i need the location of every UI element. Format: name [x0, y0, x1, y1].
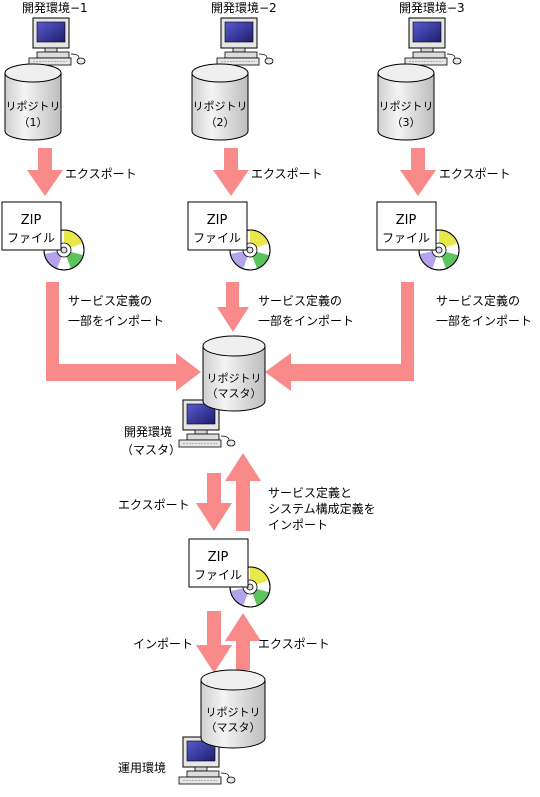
- zip-file-icon: [1, 201, 85, 271]
- prod-export-label: エクスポート: [258, 637, 330, 651]
- prod-env: インポート エクスポート リポジトリ （マスタ） 運用環境: [118, 637, 330, 785]
- master-export-arrow: [196, 473, 232, 531]
- zip-file-icon: [187, 201, 271, 271]
- prod-export-arrow: [225, 613, 261, 670]
- dev-env-2-repo-label: リポジトリ: [193, 100, 248, 113]
- master-env: リポジトリ （マスタ） 開発環境 （マスタ） エクスポート サービス定義と シス…: [118, 335, 376, 532]
- master-export-label: エクスポート: [118, 498, 190, 512]
- export-arrow-1: [27, 148, 63, 196]
- dev-env-3-zip-file-label: ファイル: [382, 231, 430, 245]
- computer-icon: [404, 17, 462, 66]
- dev-env-2-title: 開発環境−2: [211, 0, 277, 15]
- dev-env-3-title: 開発環境−3: [399, 0, 465, 15]
- repository-icon: [191, 63, 249, 141]
- repository-icon: [4, 63, 62, 141]
- dev-env-3: 開発環境−3 リポジトリ （3） エクスポート ZIP ファイル サービス定義の…: [376, 0, 532, 328]
- prod-repo-label: リポジトリ: [206, 706, 261, 719]
- dev-env-2: 開発環境−2 リポジトリ （2） エクスポート ZIP ファイル サービス定義の…: [187, 0, 354, 328]
- master-import-label-1: サービス定義と: [268, 485, 352, 500]
- master-import-label-2: システム構成定義を: [268, 501, 376, 516]
- master-repo-sub: （マスタ）: [207, 387, 262, 400]
- zip-file-icon: [188, 538, 271, 608]
- dev-env-2-repo-number: （2）: [206, 116, 235, 129]
- arrows: [27, 148, 436, 673]
- dev-env-3-zip-label: ZIP: [396, 213, 417, 228]
- import-arrow-1: [46, 282, 201, 391]
- export-arrow-3: [400, 148, 436, 196]
- import-arrow-3: [265, 282, 414, 391]
- import-arrow-2: [217, 282, 249, 332]
- prod-import-arrow: [196, 611, 232, 673]
- dev-env-3-repo-label: リポジトリ: [379, 100, 434, 113]
- export-arrow-2: [213, 148, 249, 196]
- computer-icon: [28, 17, 86, 66]
- zip-file-icon: [376, 201, 460, 271]
- dev-env-1-zip-label: ZIP: [21, 213, 42, 228]
- prod-env-label: 運用環境: [118, 760, 166, 775]
- dev-env-1-import-label: サービス定義の: [68, 293, 152, 308]
- dev-env-1-zip-file-label: ファイル: [7, 231, 55, 245]
- dev-env-1-import-label-2: 一部をインポート: [68, 313, 164, 328]
- computer-icon: [216, 17, 274, 66]
- master-import-arrow: [225, 453, 261, 531]
- master-env-label: 開発環境: [124, 424, 172, 439]
- dev-env-2-import-label: サービス定義の: [258, 293, 342, 308]
- dev-env-3-repo-number: （3）: [392, 116, 421, 129]
- prod-import-label: インポート: [133, 637, 193, 651]
- prod-repo-sub: （マスタ）: [206, 721, 261, 734]
- dev-env-2-zip-label: ZIP: [207, 213, 228, 228]
- center-zip-label: ZIP: [208, 550, 229, 565]
- center-zip-file-label: ファイル: [194, 568, 242, 582]
- dev-env-1: 開発環境−1 リポジトリ （1） エクスポート ZIP ファイル サービス定義の…: [1, 0, 164, 328]
- dev-env-1-title: 開発環境−1: [22, 0, 88, 15]
- master-repo-label: リポジトリ: [207, 372, 262, 385]
- dev-env-3-export-label: エクスポート: [439, 167, 511, 181]
- master-env-sub: （マスタ）: [121, 443, 181, 457]
- dev-env-1-repo-number: （1）: [19, 116, 48, 129]
- dev-env-1-repo-label: リポジトリ: [6, 100, 61, 113]
- dev-env-3-import-label-2: 一部をインポート: [436, 313, 532, 328]
- dev-env-2-export-label: エクスポート: [251, 167, 323, 181]
- master-import-label-3: インポート: [268, 518, 328, 532]
- center-zip: ZIP ファイル: [188, 538, 271, 608]
- repository-icon: [200, 669, 266, 749]
- dev-env-1-export-label: エクスポート: [65, 167, 137, 181]
- dev-env-3-import-label: サービス定義の: [436, 293, 520, 308]
- repository-icon: [202, 335, 266, 412]
- repository-icon: [377, 63, 435, 141]
- dev-env-2-import-label-2: 一部をインポート: [258, 313, 354, 328]
- dev-env-2-zip-file-label: ファイル: [193, 231, 241, 245]
